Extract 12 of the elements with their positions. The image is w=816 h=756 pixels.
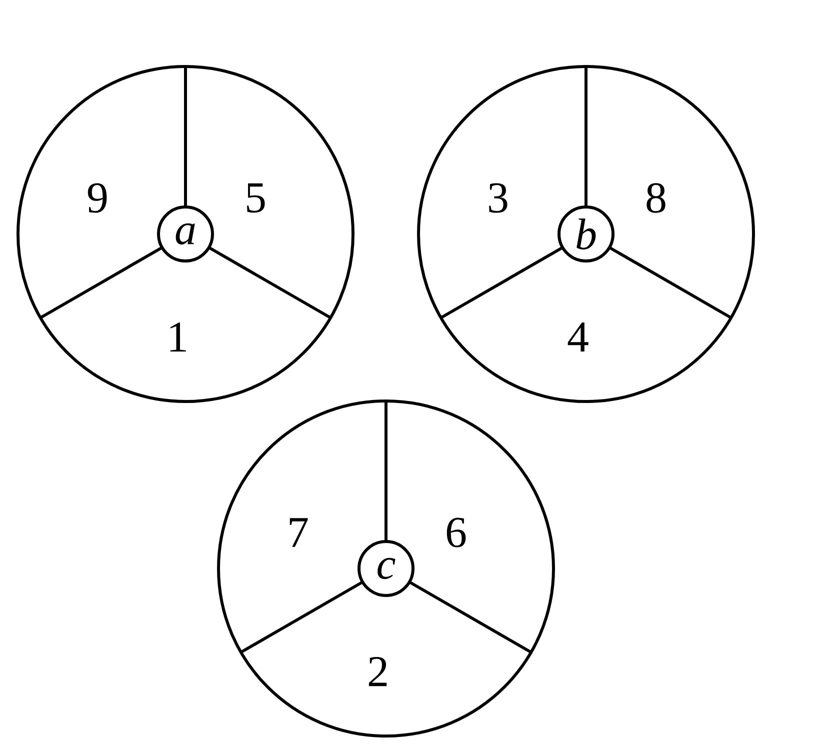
- sector-number: 3: [489, 183, 508, 213]
- sector-number: 5: [247, 183, 265, 213]
- sector-number: 9: [88, 183, 107, 213]
- sector-number: 4: [568, 322, 588, 352]
- sector-number: 6: [446, 518, 466, 548]
- sector-number: 8: [646, 183, 666, 213]
- spinner-circle: [16, 65, 354, 403]
- spinner-circle: [217, 400, 555, 738]
- sector-number: 2: [368, 656, 387, 686]
- spinner-circle: [417, 65, 755, 403]
- sector-number: 7: [290, 518, 308, 547]
- sector-number: 1: [170, 322, 186, 352]
